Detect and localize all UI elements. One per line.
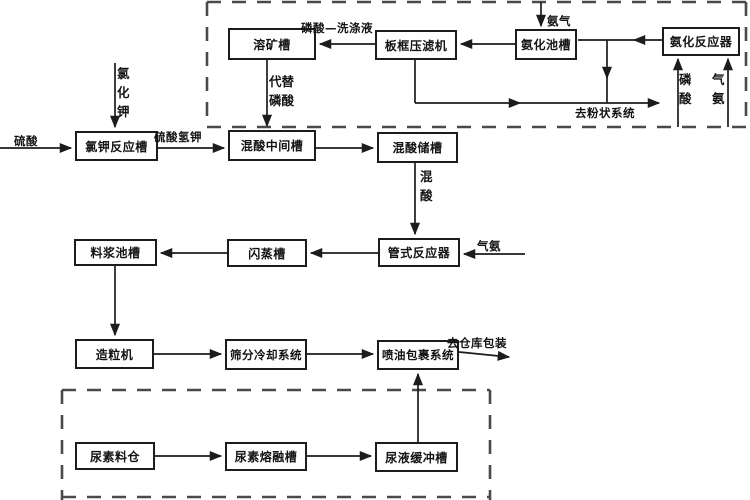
ore-dissolving-tank-box: 溶矿槽 [228,28,316,60]
gas-ammonia-tubular-label: 气氨 [477,239,501,253]
granulator-label: 造粒机 [95,347,134,362]
replace-phosphoric-acid-label: 代替磷酸 [269,74,295,108]
mixed-acid-storage-tank-label: 混酸储槽 [392,141,443,155]
oil-spray-coating-system-label: 喷油包裹系统 [382,348,454,362]
urea-solution-buffer-tank-label: 尿液缓冲槽 [385,450,448,465]
urea-solution-buffer-tank-box: 尿液缓冲槽 [375,442,458,472]
slurry-pool-tank-box: 料浆池槽 [74,239,157,266]
granulator-box: 造粒机 [75,339,154,369]
urea-melting-tank-label: 尿素熔融槽 [234,450,298,464]
flash-tank-label: 闪蒸槽 [248,246,286,261]
sulfuric-acid-label: 硫酸 [14,134,38,148]
to-powder-system-label: 去粉状系统 [575,106,635,120]
urea-silo-box: 尿素料仓 [75,442,155,470]
mixed-acid-flow-label: 混酸 [420,169,433,203]
kcl-reaction-tank-label: 氯钾反应槽 [85,139,148,154]
ammoniation-pool-tank-box: 氨化池槽 [515,29,577,60]
urea-melting-tank-box: 尿素熔融槽 [225,442,307,471]
slurry-pool-tank-label: 料浆池槽 [90,246,141,260]
gas-ammonia-feed-label: 气氨 [712,72,725,106]
tubular-reactor-label: 管式反应器 [387,246,451,260]
tubular-reactor-box: 管式反应器 [378,238,460,267]
urea-silo-label: 尿素料仓 [89,449,140,464]
plate-frame-filter-press-label: 板框压滤机 [384,38,448,53]
potassium-bisulfate-label: 硫酸氢钾 [154,130,202,144]
ammoniation-reactor-box: 氨化反应器 [662,27,740,56]
ammoniation-reactor-label: 氨化反应器 [669,35,733,49]
mixed-acid-storage-tank-box: 混酸储槽 [377,132,458,163]
oil-spray-coating-system-box: 喷油包裹系统 [377,340,459,370]
ammoniation-pool-tank-label: 氨化池槽 [520,38,571,52]
plate-frame-filter-press-box: 板框压滤机 [375,30,457,60]
ammonia-gas-top-label: 氨气 [547,14,571,28]
flash-tank-box: 闪蒸槽 [227,239,307,267]
potassium-chloride-label: 氯化钾 [117,66,130,119]
flow-arrows [0,2,733,461]
mixed-acid-intermediate-tank-box: 混酸中间槽 [228,130,316,161]
to-warehouse-packing-label: 去仓库包装 [447,336,507,350]
phosphoric-acid-feed-label: 磷酸 [679,72,692,106]
mixed-acid-intermediate-tank-label: 混酸中间槽 [240,139,304,153]
phosphoric-acid-wash-liquid-label: 磷酸—洗涤液 [301,21,373,35]
screening-cooling-system-box: 筛分冷却系统 [225,339,307,370]
kcl-reaction-tank-box: 氯钾反应槽 [75,131,158,161]
screening-cooling-system-label: 筛分冷却系统 [230,347,302,362]
ore-dissolving-tank-label: 溶矿槽 [253,37,291,52]
